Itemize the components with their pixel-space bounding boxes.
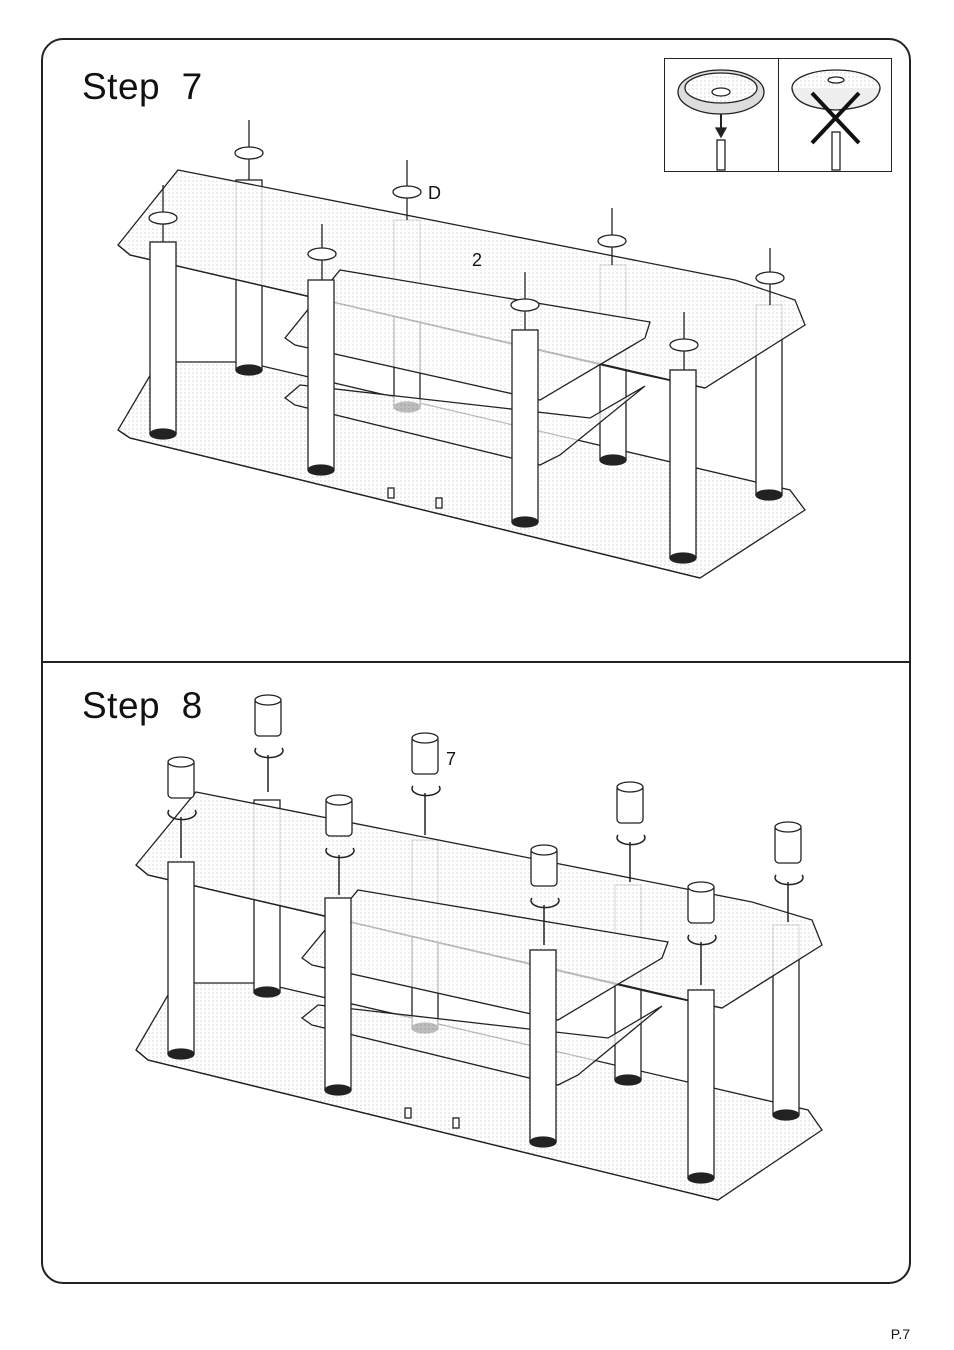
page-number: P.7	[891, 1326, 910, 1342]
washer-correct-icon	[678, 70, 764, 170]
cap-label: 7	[446, 749, 456, 770]
shelf-label: 2	[472, 250, 482, 271]
washer-label: D	[428, 183, 441, 204]
step-8-table	[136, 695, 822, 1200]
step-7-table	[118, 120, 805, 578]
